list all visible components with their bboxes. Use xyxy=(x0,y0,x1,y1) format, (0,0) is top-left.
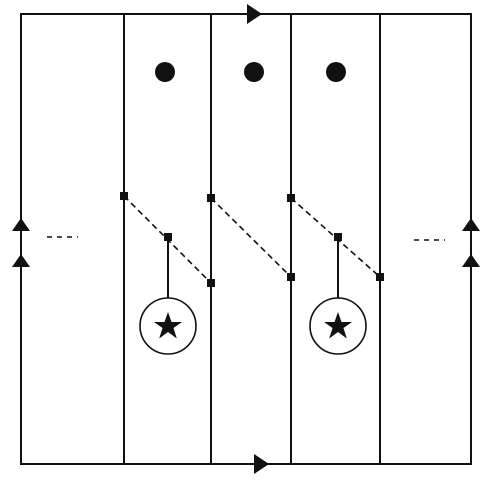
node-2 xyxy=(164,233,172,241)
star-circle-1 xyxy=(139,297,197,355)
node-8 xyxy=(376,273,384,281)
node-6 xyxy=(287,194,295,202)
left-arrow-upper-icon xyxy=(12,218,30,231)
node-1 xyxy=(120,192,128,200)
node-3 xyxy=(207,279,215,287)
star-icon xyxy=(324,312,352,339)
top-arrow-icon xyxy=(247,4,262,24)
dashed-link-2 xyxy=(210,197,292,278)
right-arrow-lower-icon xyxy=(462,254,480,267)
bottom-arrow-icon xyxy=(254,454,269,474)
node-4 xyxy=(207,194,215,202)
left-arrow-lower-icon xyxy=(12,254,30,267)
dot-1 xyxy=(155,62,175,82)
right-arrow-upper-icon xyxy=(462,218,480,231)
dot-3 xyxy=(326,62,346,82)
star-icon xyxy=(154,312,182,339)
star-circle-2 xyxy=(309,297,367,355)
dot-2 xyxy=(244,62,264,82)
node-7 xyxy=(334,233,342,241)
node-5 xyxy=(287,273,295,281)
outer-loop xyxy=(20,13,472,465)
